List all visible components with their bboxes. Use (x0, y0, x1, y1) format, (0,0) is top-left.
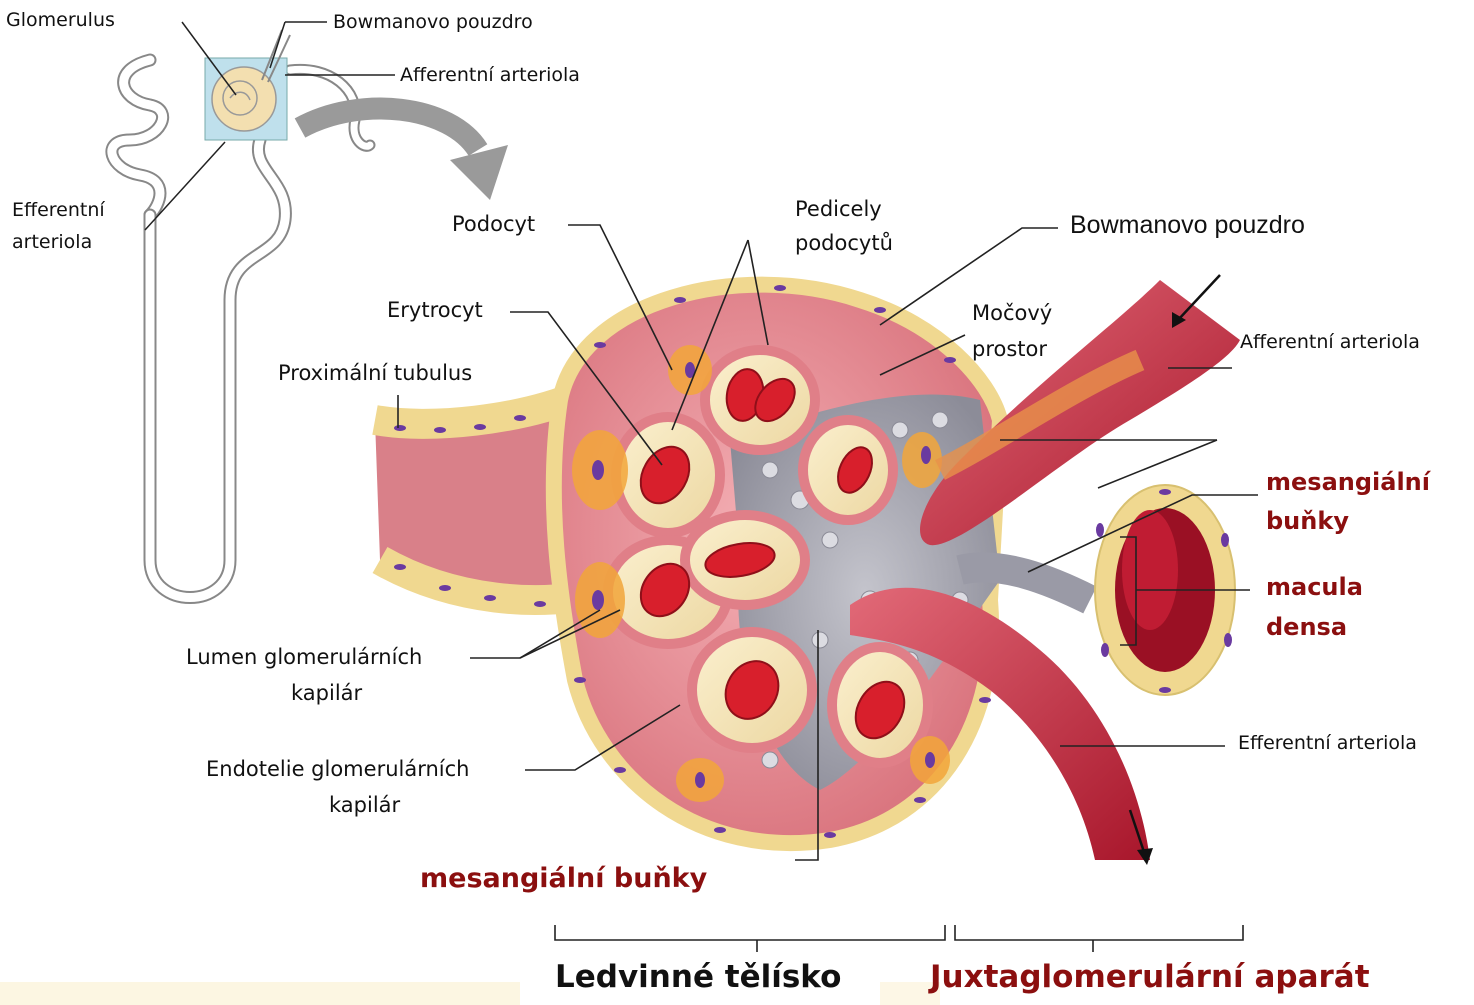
label-inset-afferent: Afferentní arteriola (400, 65, 580, 86)
label-afferent: Afferentní arteriola (1240, 332, 1420, 353)
label-macula-1: macula (1266, 574, 1363, 600)
label-inset-glomerulus: Glomerulus (6, 10, 115, 31)
label-endotel-2: kapilár (329, 794, 400, 817)
label-endotel-1: Endotelie glomerulárních (206, 758, 469, 781)
label-podocyt: Podocyt (452, 213, 535, 236)
label-bowman: Bowmanovo pouzdro (1070, 212, 1305, 240)
label-mocovy-1: Močový (972, 302, 1052, 325)
label-inset-efferent-2: arteriola (12, 232, 92, 253)
label-mocovy-2: prostor (972, 338, 1047, 361)
label-pedicely-2: podocytů (795, 232, 893, 255)
label-lumen-1: Lumen glomerulárních (186, 646, 422, 669)
label-jga: Juxtaglomerulární aparát (930, 960, 1370, 994)
label-inset-efferent-1: Efferentní (12, 200, 105, 221)
label-mesangial-bottom: mesangiální buňky (420, 864, 707, 894)
label-lumen-2: kapilár (291, 682, 362, 705)
label-inset-bowman: Bowmanovo pouzdro (333, 12, 533, 33)
label-mesangial-right-1: mesangiální (1266, 469, 1430, 495)
label-proximal: Proximální tubulus (278, 362, 472, 385)
label-mesangial-right-2: buňky (1266, 508, 1349, 534)
label-renal-corpuscle: Ledvinné tělísko (555, 960, 841, 994)
label-erytrocyt: Erytrocyt (387, 299, 483, 322)
label-efferent: Efferentní arteriola (1238, 733, 1417, 754)
label-pedicely-1: Pedicely (795, 198, 882, 221)
label-macula-2: densa (1266, 614, 1347, 640)
renal-corpuscle-illustration (375, 275, 1240, 865)
